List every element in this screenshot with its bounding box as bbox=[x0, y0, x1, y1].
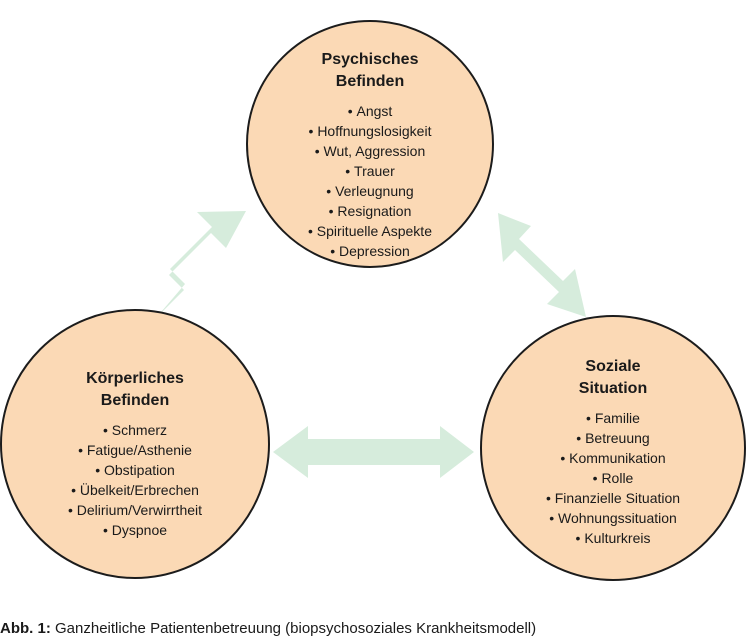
list-item: Familie bbox=[482, 408, 744, 428]
node-koerperliches-befinden: Körperliches Befinden Schmerz Fatigue/As… bbox=[0, 309, 270, 579]
list-item: Delirium/Verwirrtheit bbox=[2, 500, 268, 520]
node-title-line: Situation bbox=[578, 380, 648, 397]
caption-text: Ganzheitliche Patientenbetreuung (biopsy… bbox=[50, 620, 537, 637]
node-title-line: Körperliches bbox=[86, 370, 184, 387]
node-soziale-situation: Soziale Situation Familie Betreuung Komm… bbox=[480, 315, 746, 581]
arrow-koerperlich-sozial bbox=[273, 426, 474, 478]
arrow-psychisch-sozial bbox=[498, 213, 586, 317]
list-item: Spirituelle Aspekte bbox=[248, 221, 492, 241]
node-title: Körperliches Befinden bbox=[2, 368, 268, 412]
list-item: Betreuung bbox=[482, 428, 744, 448]
node-title-line: Befinden bbox=[335, 73, 405, 90]
item-list: Familie Betreuung Kommunikation Rolle Fi… bbox=[482, 408, 744, 548]
list-item: Angst bbox=[248, 101, 492, 121]
item-list: Schmerz Fatigue/Asthenie Obstipation Übe… bbox=[2, 420, 268, 540]
list-item: Wohnungssituation bbox=[482, 508, 744, 528]
arrow-psychisch-koerperlich bbox=[156, 211, 246, 318]
list-item: Hoffnungslosigkeit bbox=[248, 121, 492, 141]
node-psychisches-befinden: Psychisches Befinden Angst Hoffnungslosi… bbox=[246, 20, 494, 268]
list-item: Trauer bbox=[248, 161, 492, 181]
list-item: Verleugnung bbox=[248, 181, 492, 201]
item-list: Angst Hoffnungslosigkeit Wut, Aggression… bbox=[248, 101, 492, 261]
list-item: Schmerz bbox=[2, 420, 268, 440]
node-title: Psychisches Befinden bbox=[248, 49, 492, 93]
list-item: Resignation bbox=[248, 201, 492, 221]
list-item: Finanzielle Situation bbox=[482, 488, 744, 508]
list-item: Depression bbox=[248, 241, 492, 261]
node-title-line: Befinden bbox=[100, 392, 170, 409]
list-item: Wut, Aggression bbox=[248, 141, 492, 161]
node-title-line: Psychisches bbox=[321, 51, 419, 68]
caption-label: Abb. 1: bbox=[0, 620, 51, 637]
node-title: Soziale Situation bbox=[482, 356, 744, 400]
node-title-line: Soziale bbox=[585, 358, 641, 375]
list-item: Übelkeit/Erbrechen bbox=[2, 480, 268, 500]
list-item: Kommunikation bbox=[482, 448, 744, 468]
list-item: Rolle bbox=[482, 468, 744, 488]
list-item: Fatigue/Asthenie bbox=[2, 440, 268, 460]
list-item: Kulturkreis bbox=[482, 528, 744, 548]
list-item: Obstipation bbox=[2, 460, 268, 480]
list-item: Dyspnoe bbox=[2, 520, 268, 540]
figure-caption: Abb. 1: Ganzheitliche Patientenbetreuung… bbox=[0, 619, 536, 639]
